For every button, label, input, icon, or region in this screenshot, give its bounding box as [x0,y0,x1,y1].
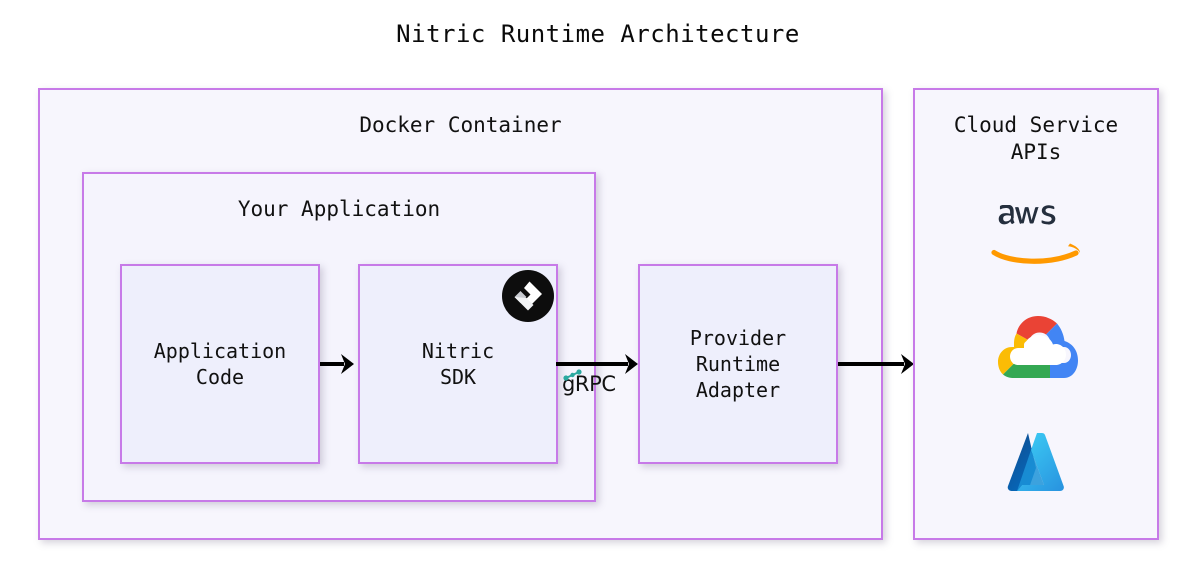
azure-logo-icon [1000,430,1076,504]
arrow-adapter-to-cloud [838,348,918,380]
nitric-logo-icon [502,270,554,326]
docker-container-label: Docker Container [359,113,562,137]
provider-runtime-adapter-label: Provider Runtime Adapter [689,326,787,402]
your-application-label: Your Application [237,197,441,221]
aws-logo-icon [988,205,1088,267]
provider-runtime-adapter-box: Provider Runtime Adapter [638,264,838,464]
grpc-edge-label: gRPC [562,369,616,396]
arrow-sdk-to-adapter [556,348,642,380]
cloud-service-apis-label: Cloud Service APIs [953,113,1119,165]
nitric-sdk-label: Nitric SDK [421,339,495,389]
application-code-box: Application Code [120,264,320,464]
arrow-code-to-sdk [320,348,358,380]
google-cloud-logo-icon [998,312,1078,384]
application-code-label: Application Code [153,339,287,389]
cloud-service-apis-box: Cloud Service APIs [913,88,1159,540]
page-title: Nitric Runtime Architecture [396,20,800,48]
grpc-mark-icon [563,363,583,387]
